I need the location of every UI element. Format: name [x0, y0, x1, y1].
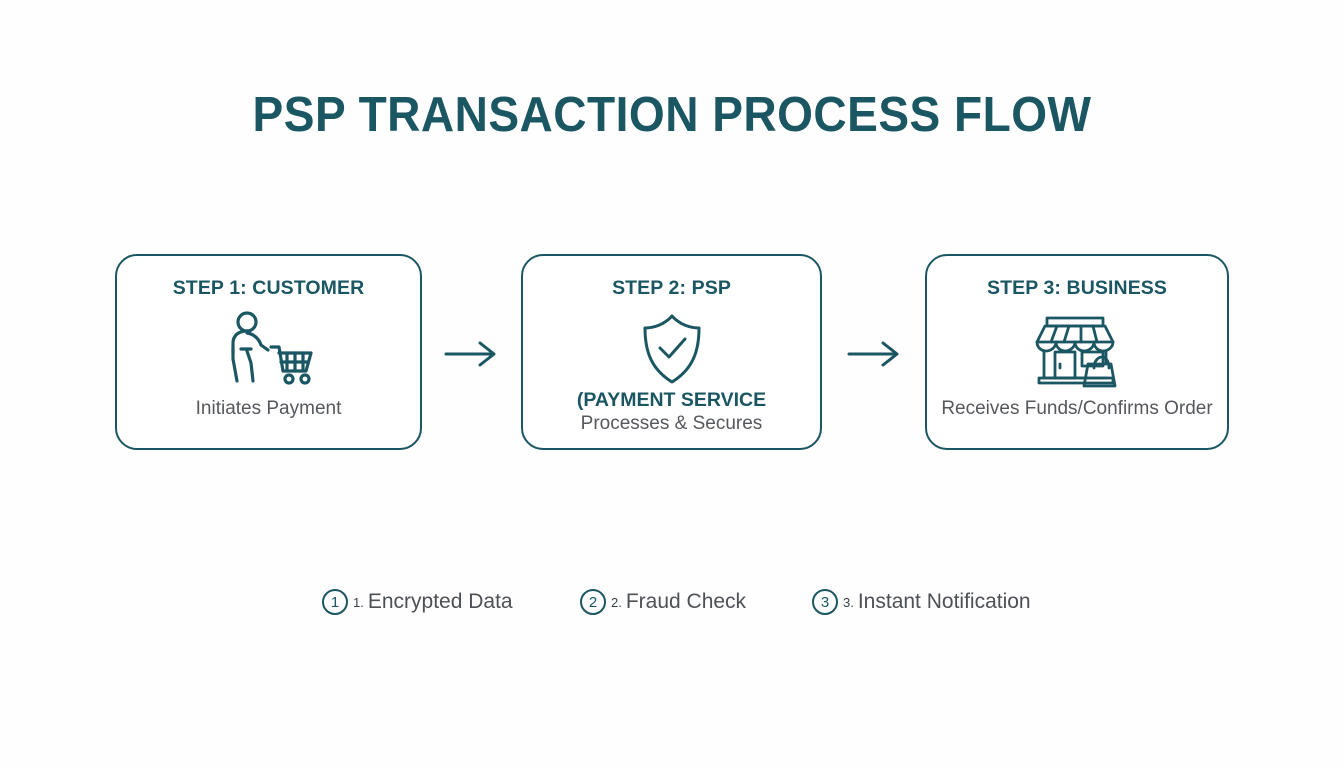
- step-card-heading: STEP 1: CUSTOMER: [172, 277, 365, 299]
- legend-ordinal: 3.: [843, 594, 854, 610]
- legend-item-fraud-check[interactable]: 2 2. Fraud Check: [580, 589, 746, 615]
- step-caption-strong: (PAYMENT SERVICE: [576, 389, 767, 411]
- circled-number-icon: 3: [812, 589, 838, 615]
- step-card-caption: Initiates Payment: [91, 397, 446, 421]
- legend-item-encrypted-data[interactable]: 1 1. Encrypted Data: [322, 589, 513, 615]
- legend-label: Fraud Check: [625, 590, 747, 613]
- step-card-customer[interactable]: STEP 1: CUSTOMER Init: [115, 254, 422, 450]
- legend-ordinal: 1.: [353, 594, 364, 610]
- step-card-caption: (PAYMENT SERVICE Processes & Secures: [497, 388, 846, 436]
- shield-check-icon: [523, 308, 820, 390]
- step-card-psp[interactable]: STEP 2: PSP (PAYMENT SERVICE Processes &…: [521, 254, 822, 450]
- arrow-right-icon: [442, 338, 502, 370]
- step-card-business[interactable]: STEP 3: BUSINESS: [925, 254, 1229, 450]
- page-title: PSP TRANSACTION PROCESS FLOW: [252, 88, 1092, 142]
- legend-label: Encrypted Data: [367, 590, 513, 613]
- circled-number-icon: 1: [322, 589, 348, 615]
- step-card-heading: STEP 3: BUSINESS: [986, 277, 1168, 299]
- step-caption-text: Receives Funds/Confirms Order: [941, 398, 1213, 419]
- step-caption-text: Processes & Secures: [580, 413, 763, 434]
- step-caption-text: Initiates Payment: [195, 398, 342, 419]
- legend-ordinal: 2.: [611, 594, 622, 610]
- arrow-right-icon: [845, 338, 905, 370]
- step-card-heading: STEP 2: PSP: [612, 277, 731, 299]
- process-flow-row: STEP 1: CUSTOMER Init: [0, 254, 1344, 454]
- circled-number-icon: 2: [580, 589, 606, 615]
- legend-label: Instant Notification: [857, 590, 1031, 613]
- customer-shopping-cart-icon: [117, 308, 420, 390]
- legend-item-instant-notification[interactable]: 3 3. Instant Notification: [812, 589, 1031, 615]
- step-card-caption: Receives Funds/Confirms Order: [901, 397, 1253, 421]
- storefront-icon: [927, 308, 1227, 390]
- legend-row: 1 1. Encrypted Data 2 2. Fraud Check 3 3…: [0, 589, 1344, 629]
